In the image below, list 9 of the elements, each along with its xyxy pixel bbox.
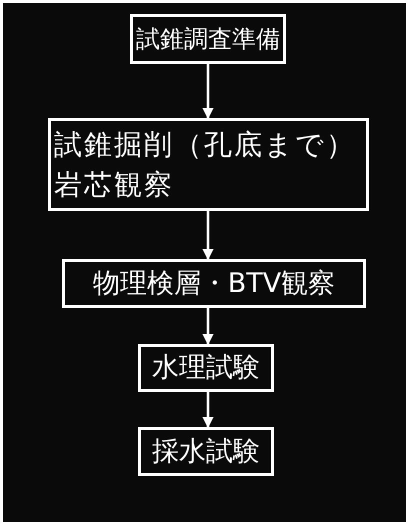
process-box: 試錐掘削（孔底まで）岩芯観察 (48, 118, 369, 211)
arrow (202, 211, 214, 260)
process-box: 採水試験 (138, 427, 274, 476)
arrow (202, 392, 214, 428)
process-box: 水理試験 (138, 344, 274, 392)
arrow (202, 64, 214, 120)
process-box: 試錐調査準備 (130, 14, 286, 64)
arrow (202, 308, 214, 346)
process-box: 物理検層・BTV観察 (62, 259, 366, 308)
